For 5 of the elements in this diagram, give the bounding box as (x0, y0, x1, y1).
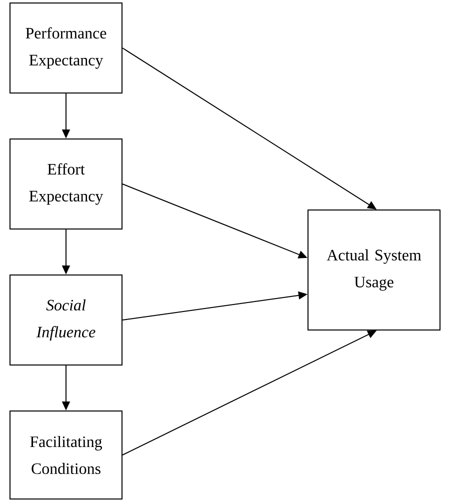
process-box: Facilitating Conditions (10, 410, 122, 500)
process-box: Actual System Usage (308, 210, 440, 330)
process-box: Performance Expectancy (10, 2, 122, 94)
process-box: Social Influence (10, 274, 122, 366)
process-box: Effort Expectancy (10, 138, 122, 230)
